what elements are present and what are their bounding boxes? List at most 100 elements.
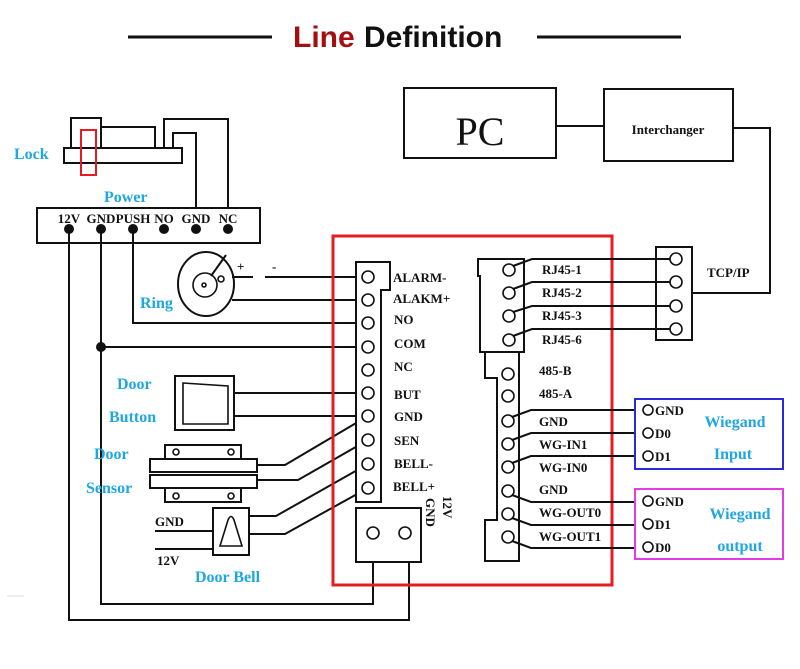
bell-minus-wire: [249, 463, 369, 517]
right-terminal-label: 485-B: [539, 363, 572, 378]
network-terminal: [669, 299, 683, 313]
wiegand-output-pin: [642, 518, 654, 530]
right-terminal-label: 485-A: [539, 386, 573, 401]
terminal-485-b: [501, 367, 515, 381]
terminal-wg-out1: [501, 530, 515, 544]
wiegand-input-subtitle: Input: [714, 446, 753, 463]
interchanger-label: Interchanger: [632, 122, 705, 137]
power-gnd-wire: [100, 229, 374, 605]
title-rest: Definition: [364, 21, 502, 54]
sensor-bracket-bottom: [164, 487, 242, 503]
left-terminal-label: ALAKM+: [393, 291, 450, 306]
controller-power-label-12v: 12V: [440, 496, 455, 519]
right-terminal-block: [484, 351, 520, 562]
lock-label: Lock: [14, 146, 49, 163]
wiegand-input-pin-label: GND: [655, 403, 684, 418]
wiegand-input-pin: [642, 450, 654, 462]
wg-out-d1-wire: [511, 517, 650, 526]
ring-needle: [210, 254, 227, 277]
rj45-2-wire: [512, 281, 670, 290]
left-terminal-label: BUT: [394, 387, 421, 402]
rj45-label: RJ45-2: [542, 285, 582, 300]
sensor-gnd-wire: [257, 415, 369, 466]
bell-gnd-label: GND: [155, 514, 184, 529]
controller-power-12v: [398, 526, 412, 540]
power-terminal-label: PUSH: [116, 211, 151, 226]
wiegand-input-title: Wiegand: [704, 414, 765, 431]
terminal-alarm-minus: [361, 270, 375, 284]
terminal-com: [361, 340, 375, 354]
right-terminal-label: WG-IN0: [539, 460, 587, 475]
power-terminal-labels: 12V GND PUSH NO GND NC: [58, 211, 238, 226]
left-terminal-labels: ALARM- ALAKM+ NO COM NC BUT GND SEN BELL…: [393, 270, 450, 494]
wiegand-output-pin-label: D0: [655, 540, 671, 555]
lock-gnd-wire: [172, 132, 197, 223]
power-terminal-label: NC: [219, 211, 238, 226]
left-terminal-label: GND: [394, 409, 423, 424]
right-terminal-labels: 485-B 485-A GND WG-IN1 WG-IN0 GND WG-OUT…: [539, 363, 601, 544]
controller-power-label-gnd: GND: [423, 498, 438, 527]
right-terminal-label: GND: [539, 482, 568, 497]
wiegand-input-pin-label: D0: [655, 426, 671, 441]
wiegand-output-pin-label: D1: [655, 517, 671, 532]
power-terminal-label: GND: [87, 211, 116, 226]
lock-nc-wire: [163, 118, 229, 223]
wiegand-output-pin-label: GND: [655, 494, 684, 509]
terminal-wg-in0: [501, 460, 515, 474]
left-terminal-label: NC: [394, 359, 413, 374]
terminal-gnd: [361, 409, 375, 423]
wiegand-output-title: Wiegand: [709, 506, 770, 523]
ring-center: [201, 282, 207, 288]
terminal-bell-minus: [361, 457, 375, 471]
power-terminal-gnd2: [191, 224, 201, 234]
lock-body: [100, 126, 156, 149]
wiegand-output-box: [634, 488, 784, 560]
left-terminal-label: ALARM-: [393, 270, 446, 285]
terminal-nc: [361, 363, 375, 377]
ring-label: Ring: [140, 295, 173, 312]
power-terminal-nc: [223, 224, 233, 234]
terminal-alarm-plus: [361, 293, 375, 307]
door-button-label-1: Door: [117, 376, 152, 393]
terminal-sen: [361, 433, 375, 447]
bell-icon: [218, 515, 244, 547]
pc-label: PC: [456, 109, 505, 154]
left-terminal-label: BELL+: [393, 479, 435, 494]
ring-pin: [217, 275, 225, 283]
tcpip-wire: [692, 127, 771, 294]
ring-plus: +: [237, 259, 244, 274]
sensor-screw: [172, 492, 180, 500]
sensor-screw: [227, 492, 235, 500]
power-terminal-label: 12V: [58, 211, 81, 226]
terminal-gnd-in: [501, 414, 515, 428]
pc-box: [403, 87, 557, 159]
bell-plus-wire: [249, 487, 369, 535]
right-terminal-label: WG-IN1: [539, 437, 587, 452]
bell-12v-label: 12V: [157, 553, 180, 568]
wg-in-d1-wire: [511, 455, 650, 464]
controller-power-gnd: [366, 526, 380, 540]
lock-highlight: [80, 129, 97, 176]
ring-minus: -: [272, 259, 276, 274]
power-block: [36, 207, 261, 244]
terminal-bell-plus: [361, 481, 375, 495]
wiegand-output-subtitle: output: [717, 538, 763, 555]
wg-in-gnd-wire: [511, 409, 650, 418]
right-terminal-label: GND: [539, 414, 568, 429]
right-terminal-label: WG-OUT0: [539, 505, 601, 520]
rj45-terminal: [502, 263, 516, 277]
wiegand-output-pin: [642, 541, 654, 553]
network-terminal: [669, 252, 683, 266]
left-terminal-label: COM: [394, 336, 426, 351]
wg-out-gnd-wire: [511, 494, 650, 503]
rj45-3-wire: [512, 305, 670, 313]
sensor-bar-bottom: [149, 474, 258, 489]
sensor-screw: [227, 448, 235, 456]
terminal-but: [361, 386, 375, 400]
door-button-icon: [182, 382, 229, 425]
wg-out-d0-wire: [511, 540, 650, 549]
terminal-gnd-out: [501, 484, 515, 498]
terminal-wg-in1: [501, 437, 515, 451]
rj45-terminal-block: [477, 258, 525, 353]
